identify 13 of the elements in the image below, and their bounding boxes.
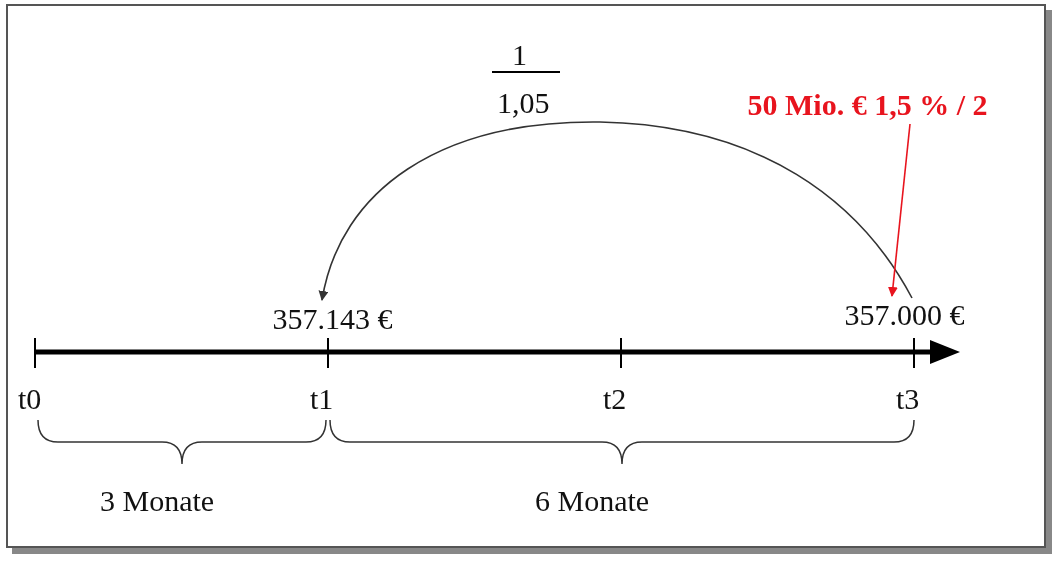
fraction-numerator: 1 (512, 38, 527, 72)
time-label: t2 (603, 382, 627, 416)
arrow (887, 123, 911, 297)
amount-label: 357.000 € (822, 298, 987, 332)
time-label: t0 (18, 382, 42, 416)
time-label: t1 (310, 382, 334, 416)
note-text: 50 Mio. € 1,5 % / 2 (700, 88, 1035, 122)
amount-label: 357.143 € (250, 302, 415, 336)
arrow (319, 121, 913, 301)
duration-label: 3 Monate (100, 484, 215, 518)
time-label: t3 (896, 382, 920, 416)
fraction-denominator: 1,05 (497, 86, 550, 120)
duration-label: 6 Monate (535, 484, 650, 518)
